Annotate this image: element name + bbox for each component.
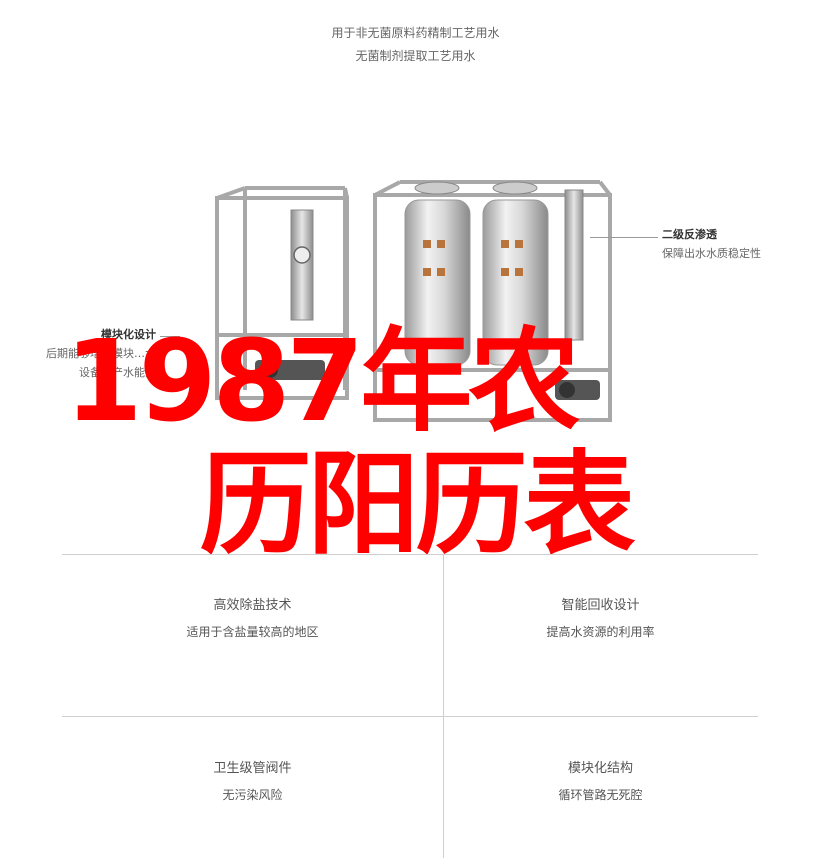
callout-title: 模块化设计 [101,328,156,341]
callout-modular-design: 模块化设计 后期能够增加模块…大 设备的产水能力 [26,325,156,382]
callout-desc: 设备的产水能力 [79,366,156,379]
callout-title: 二级反渗透 [662,228,717,241]
feature-title: 智能回收设计 [561,598,640,613]
feature-item: 智能回收设计 提高水资源的利用率 [410,592,791,646]
overlay-text-line-1: 1987年农 [64,317,581,447]
divider [62,554,758,555]
feature-title: 模块化结构 [567,761,633,776]
feature-item: 模块化结构 循环管路无死腔 [410,755,791,809]
divider [443,554,444,858]
feature-desc: 适用于含盐量较高的地区 [186,625,319,639]
divider [62,716,758,717]
feature-desc: 循环管路无死腔 [558,788,643,802]
feature-title: 高效除盐技术 [213,598,292,613]
callout-second-stage-ro: 二级反渗透 保障出水水质稳定性 [662,225,761,263]
feature-item: 高效除盐技术 适用于含盐量较高的地区 [62,592,443,646]
feature-desc: 无污染风险 [222,788,283,802]
feature-desc: 提高水资源的利用率 [546,625,655,639]
feature-item: 卫生级管阀件 无污染风险 [62,755,443,809]
water-treatment-equipment-illustration [215,180,612,422]
callout-connector-right [590,237,658,238]
feature-title: 卫生级管阀件 [213,761,292,776]
caption-line-1: 用于非无菌原料药精制工艺用水 [331,26,500,40]
callout-desc: 保障出水水质稳定性 [662,247,761,260]
callout-connector-left [160,336,180,337]
caption-line-2: 无菌制剂提取工艺用水 [355,49,476,63]
overlay-text-line-2: 历阳历表 [199,440,636,570]
callout-desc: 后期能够增加模块…大 [46,347,156,360]
feature-grid: 高效除盐技术 适用于含盐量较高的地区 智能回收设计 提高水资源的利用率 卫生级管… [62,554,758,858]
product-caption: 用于非无菌原料药精制工艺用水 无菌制剂提取工艺用水 [0,22,831,68]
